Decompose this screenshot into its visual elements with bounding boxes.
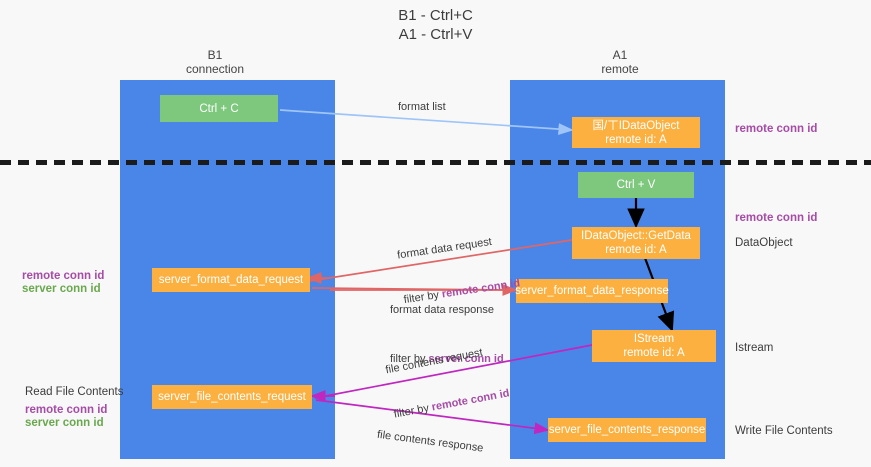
left-label-server-conn-id: server conn id: [22, 283, 101, 295]
edge-label-file-contents-request-title: file contents request: [384, 346, 484, 377]
edge-label-format-data-request-title: format data request: [396, 235, 493, 262]
node-server-format-data-response[interactable]: server_format_data_response: [515, 279, 669, 303]
diagram-title: B1 - Ctrl+C A1 - Ctrl+V: [398, 7, 473, 43]
edge-label-file-contents-response-title: file contents response: [376, 428, 485, 455]
edge-label-format-data-response-filter: filter by server conn id: [390, 353, 504, 365]
node-idataobject-getdata[interactable]: IDataObject::GetData remote id: A: [572, 227, 700, 259]
right-label-write-file-contents: Write File Contents: [735, 425, 833, 437]
left-label-remote-conn-id-2: remote conn id: [25, 404, 108, 416]
left-label-remote-conn-id: remote conn id: [22, 270, 105, 282]
node-idataobject[interactable]: 国/ㄒIDataObject remote id: A: [572, 117, 700, 148]
node-server-file-contents-request[interactable]: server_file_contents_request: [152, 385, 312, 409]
column-header-right: A1 remote: [601, 48, 639, 76]
column-header-left: B1 connection: [185, 48, 245, 76]
edge-label-format-list: format list: [398, 101, 446, 113]
right-label-remote-conn-id-mid: remote conn id: [735, 212, 818, 224]
left-label-server-conn-id-2: server conn id: [25, 417, 104, 429]
right-label-remote-conn-id-top: remote conn id: [735, 123, 818, 135]
left-label-read-file-contents: Read File Contents: [25, 386, 124, 398]
node-server-format-data-request[interactable]: server_format_data_request: [152, 268, 310, 292]
edge-label-format-data-response: format data response filter by server co…: [390, 273, 504, 397]
node-server-file-contents-response[interactable]: server_file_contents_response: [548, 418, 706, 442]
node-ctrl-v[interactable]: Ctrl + V: [578, 172, 694, 198]
filter-key-server-conn-id: server conn id: [428, 353, 504, 365]
right-label-istream: Istream: [735, 342, 774, 354]
node-istream[interactable]: IStream remote id: A: [592, 330, 716, 362]
right-label-dataobject: DataObject: [735, 237, 793, 249]
node-ctrl-c[interactable]: Ctrl + C: [160, 95, 278, 122]
separator-dashed-line: [0, 160, 871, 165]
edge-label-format-data-response-title: format data response: [390, 304, 494, 316]
